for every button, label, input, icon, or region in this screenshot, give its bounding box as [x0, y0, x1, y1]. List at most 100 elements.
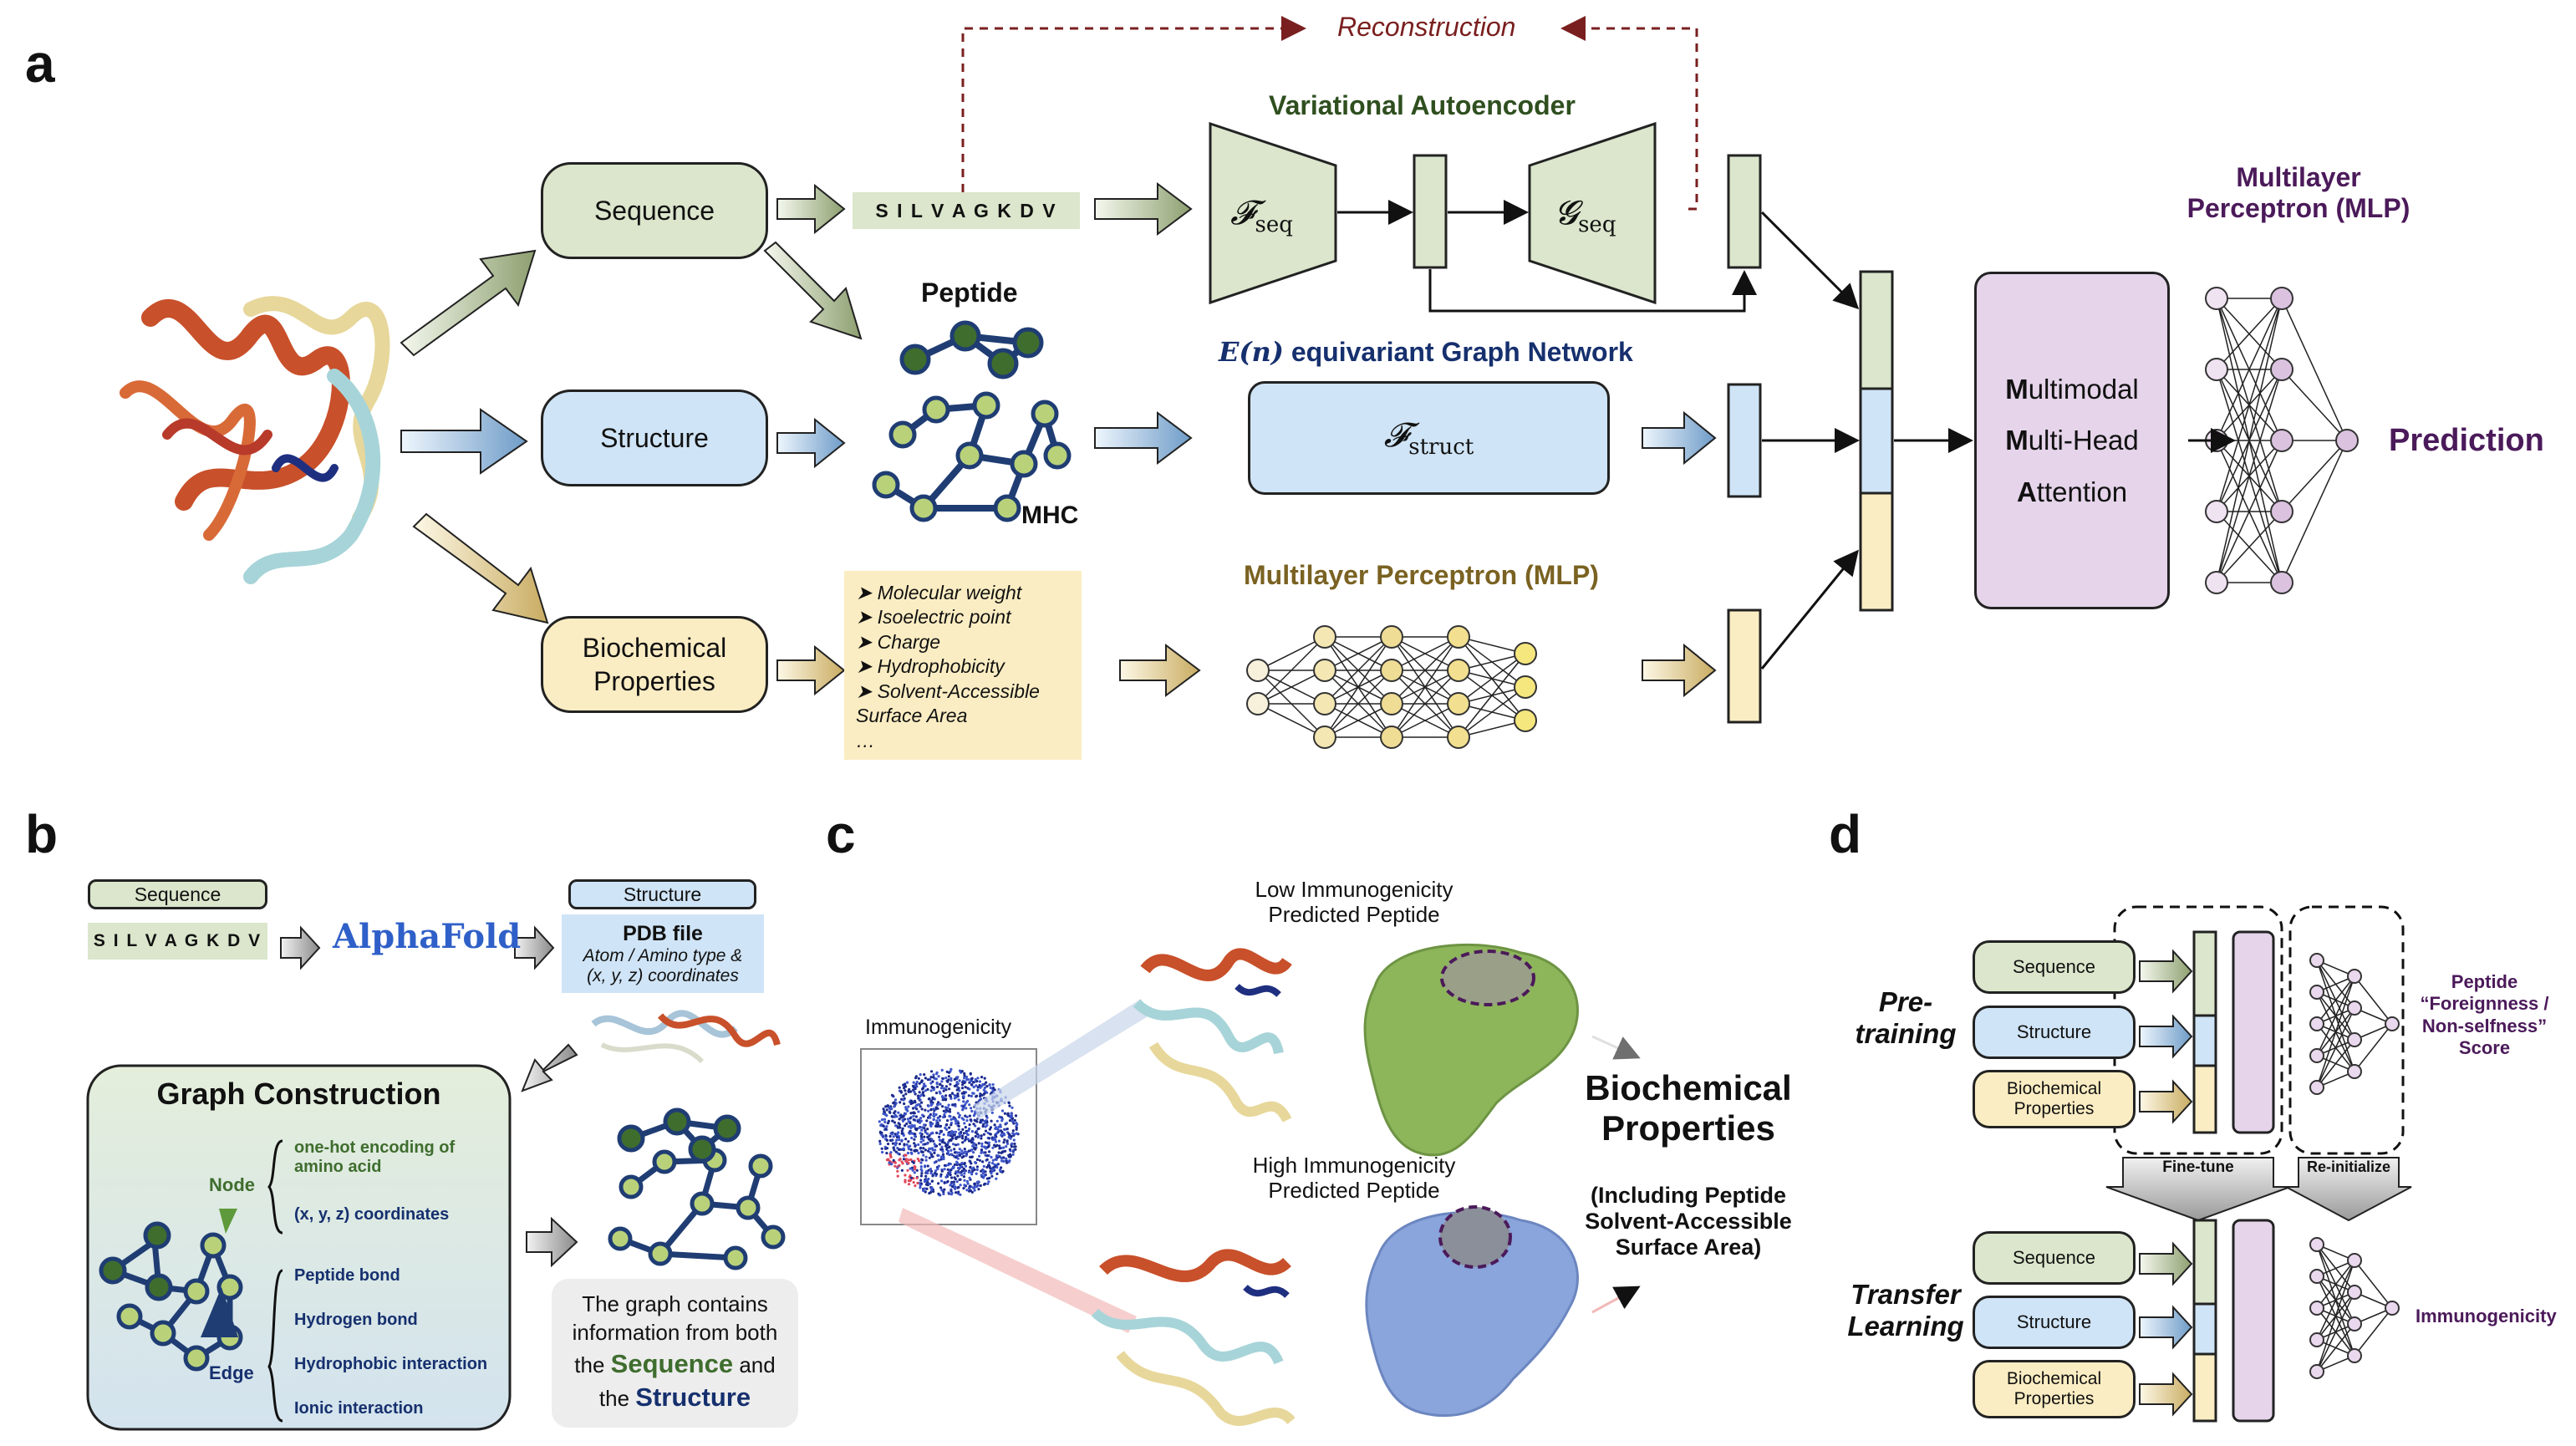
scatter-point — [932, 1118, 935, 1122]
scatter-point — [972, 1151, 975, 1154]
scatter-point — [937, 1117, 940, 1120]
scatter-point — [934, 1173, 939, 1176]
scatter-point — [919, 1140, 923, 1143]
scatter-point — [955, 1180, 959, 1184]
scatter-point — [962, 1100, 965, 1103]
scatter-point — [941, 1155, 944, 1158]
scatter-point — [956, 1082, 960, 1086]
scatter-point — [941, 1149, 944, 1153]
attention-line-3: Attention — [2016, 476, 2128, 507]
scatter-point — [937, 1164, 940, 1168]
scatter-point — [907, 1147, 910, 1151]
scatter-point — [914, 1087, 917, 1091]
scatter-point — [925, 1119, 929, 1123]
scatter-point — [942, 1089, 945, 1092]
scatter-point — [891, 1115, 894, 1118]
scatter-point — [1005, 1145, 1008, 1148]
scatter-point — [932, 1112, 935, 1115]
scatter-point — [894, 1124, 898, 1128]
scatter-point — [904, 1158, 908, 1161]
scatter-point — [934, 1148, 937, 1152]
scatter-point — [922, 1147, 925, 1150]
network-edge — [1257, 703, 1326, 738]
scatter-point — [953, 1093, 956, 1097]
network-node — [2309, 1080, 2324, 1095]
scatter-point — [974, 1131, 977, 1134]
scatter-point — [984, 1151, 987, 1154]
scatter-point — [968, 1189, 971, 1193]
scatter-point — [920, 1150, 924, 1153]
scatter-point — [885, 1108, 888, 1112]
egnn-title: E(n) equivariant Graph Network — [1219, 336, 1633, 368]
scatter-point — [953, 1163, 957, 1166]
scatter-point — [898, 1123, 902, 1127]
scatter-point — [989, 1133, 992, 1136]
scatter-point — [949, 1077, 953, 1080]
scatter-point — [918, 1091, 921, 1094]
d-pretrain-sequence-box: Sequence — [1973, 940, 2136, 994]
scatter-point — [1000, 1166, 1003, 1169]
scatter-point — [983, 1174, 986, 1178]
scatter-point — [989, 1086, 992, 1090]
scatter-point — [909, 1101, 913, 1104]
network-edge — [2216, 298, 2283, 441]
scatter-point — [918, 1126, 921, 1129]
scatter-point — [960, 1161, 964, 1165]
graph-result-icon — [608, 1148, 786, 1270]
network-node — [1447, 625, 1470, 649]
scatter-point — [962, 1175, 965, 1179]
scatter-point — [965, 1077, 969, 1082]
scatter-point — [896, 1174, 899, 1178]
scatter-point — [980, 1151, 983, 1154]
scatter-point — [967, 1094, 970, 1097]
low-immuno-protein-icon — [1133, 948, 1292, 1123]
panel-label-d: d — [1829, 804, 1862, 864]
network-node — [1380, 726, 1403, 749]
scatter-point — [948, 1133, 951, 1136]
scatter-point — [970, 1077, 974, 1080]
network-node — [2270, 429, 2293, 452]
arrow-mlp-to-latent — [1642, 643, 1717, 698]
scatter-point — [944, 1097, 948, 1101]
scatter-point — [974, 1161, 977, 1164]
scatter-point — [907, 1183, 911, 1186]
scatter-point — [967, 1170, 970, 1174]
scatter-point — [924, 1158, 928, 1162]
network-edge — [2354, 975, 2393, 1025]
arrow-seq-to-vae — [1094, 182, 1193, 236]
scatter-point — [940, 1169, 944, 1173]
scatter-point — [928, 1147, 931, 1150]
scatter-point — [919, 1174, 923, 1178]
panel-label-b: b — [25, 804, 59, 864]
scatter-point — [969, 1155, 972, 1158]
scatter-point — [880, 1133, 883, 1137]
scatter-point — [962, 1091, 965, 1094]
network-edge — [1458, 686, 1526, 738]
scatter-point — [963, 1122, 966, 1125]
arrow-construction-to-graph — [526, 1216, 578, 1268]
scatter-point — [998, 1115, 1001, 1118]
scatter-point — [938, 1138, 941, 1142]
scatter-point — [970, 1107, 973, 1110]
scatter-point — [986, 1182, 990, 1185]
network-node — [2309, 985, 2324, 1000]
scatter-point — [943, 1188, 946, 1191]
scatter-point — [1011, 1119, 1014, 1123]
scatter-point — [893, 1115, 897, 1118]
scatter-point — [911, 1084, 915, 1087]
scatter-point — [919, 1105, 922, 1108]
scatter-point — [985, 1147, 988, 1150]
scatter-point — [991, 1087, 995, 1090]
scatter-point — [1010, 1145, 1013, 1148]
scatter-point — [951, 1118, 955, 1121]
scatter-point — [985, 1158, 989, 1161]
scatter-point — [1000, 1109, 1005, 1113]
scatter-point — [975, 1158, 980, 1161]
scatter-point — [990, 1119, 993, 1123]
network-node — [2347, 1032, 2362, 1047]
scatter-point — [912, 1181, 915, 1184]
scatter-point — [878, 1139, 882, 1143]
scatter-point — [1013, 1118, 1016, 1123]
scatter-point — [937, 1158, 940, 1162]
scatter-point — [982, 1133, 985, 1136]
